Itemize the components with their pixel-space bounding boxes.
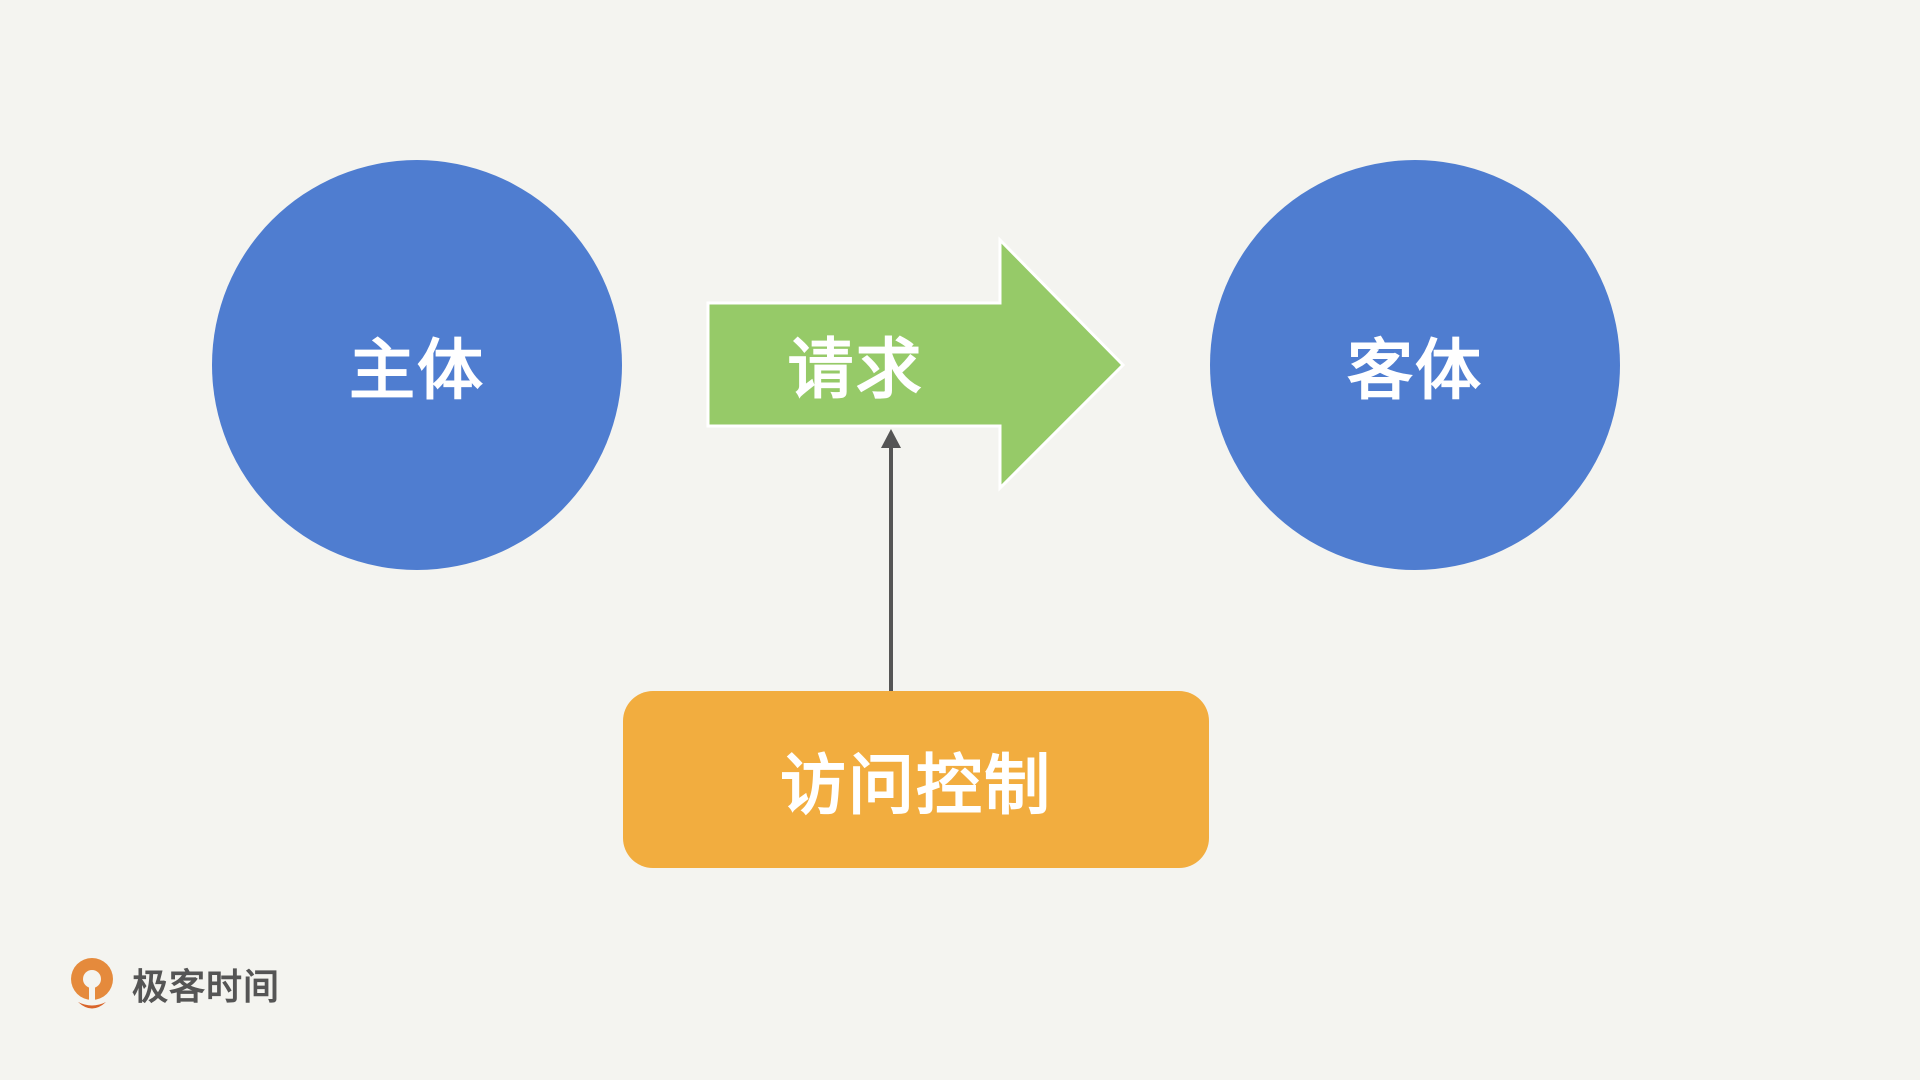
access-control-box: 访问控制 [623, 691, 1209, 868]
object-node: 客体 [1210, 160, 1620, 570]
access-control-label: 访问控制 [780, 746, 1052, 824]
geektime-logo-icon [71, 958, 113, 1009]
brand-logo: 极客时间 [64, 953, 280, 1015]
request-label: 请求 [787, 331, 924, 408]
request-arrow: 请求 [708, 303, 1003, 425]
control-connector-arrowhead [881, 429, 901, 448]
request-arrow-shape [706, 236, 1126, 492]
object-label: 客体 [1347, 332, 1483, 409]
logo-text: 极客时间 [132, 967, 281, 1008]
subject-label: 主体 [349, 332, 485, 409]
subject-node: 主体 [212, 160, 622, 570]
